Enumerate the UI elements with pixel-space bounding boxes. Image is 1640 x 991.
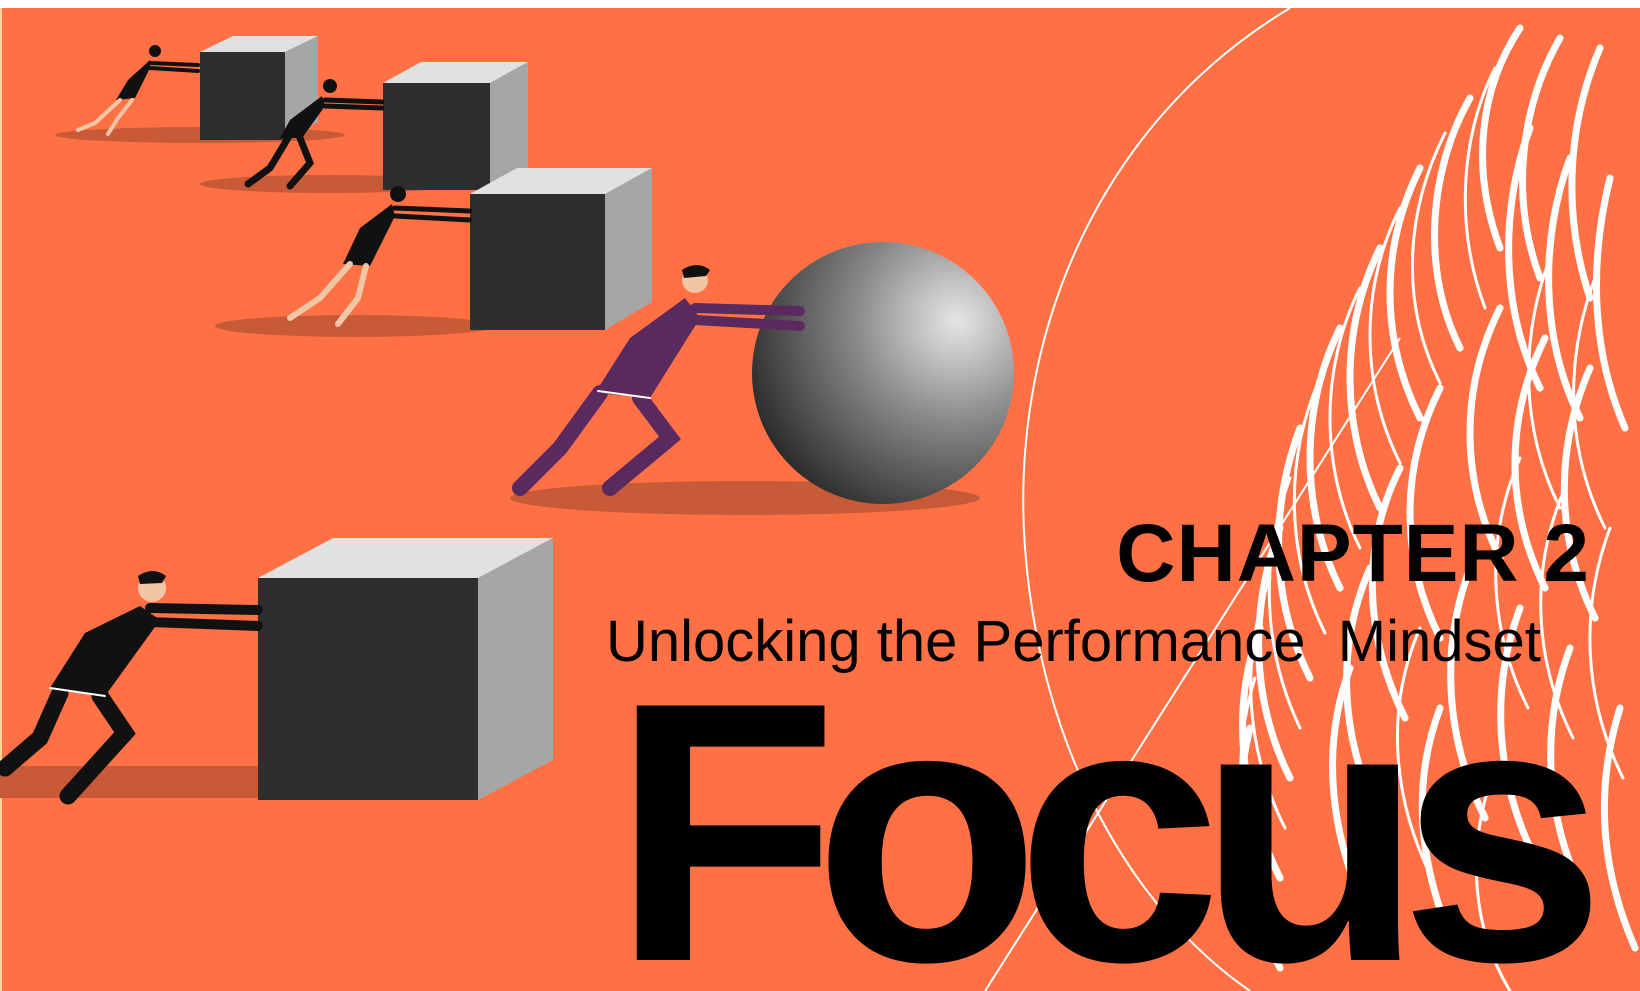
woman-figure-1: [76, 45, 200, 136]
large-box: [0, 538, 553, 800]
chapter-title-slide: CHAPTER 2 Unlocking the Performance Mind…: [0, 8, 1640, 991]
man-figure-2: [244, 79, 385, 190]
woman-figure-3: [287, 186, 473, 327]
sphere-object: [510, 242, 1014, 515]
left-edge-line: [0, 8, 2, 991]
small-box-1: [55, 36, 345, 143]
medium-box-3: [215, 168, 652, 337]
man-figure-purple: [512, 265, 805, 496]
fingerprint-motif: [1236, 24, 1639, 991]
decorative-diagonal: [984, 337, 1401, 991]
chapter-subtitle: Unlocking the Performance Mindset: [606, 609, 1541, 674]
man-figure-large: [0, 571, 263, 805]
main-title: Focus: [612, 626, 1606, 991]
small-box-2: [200, 62, 528, 193]
illustration-scene: [0, 8, 1640, 991]
chapter-label: CHAPTER 2: [1116, 508, 1590, 599]
chapter-heading: CHAPTER 2: [1116, 513, 1590, 595]
decorative-arc: [1022, 8, 1291, 991]
